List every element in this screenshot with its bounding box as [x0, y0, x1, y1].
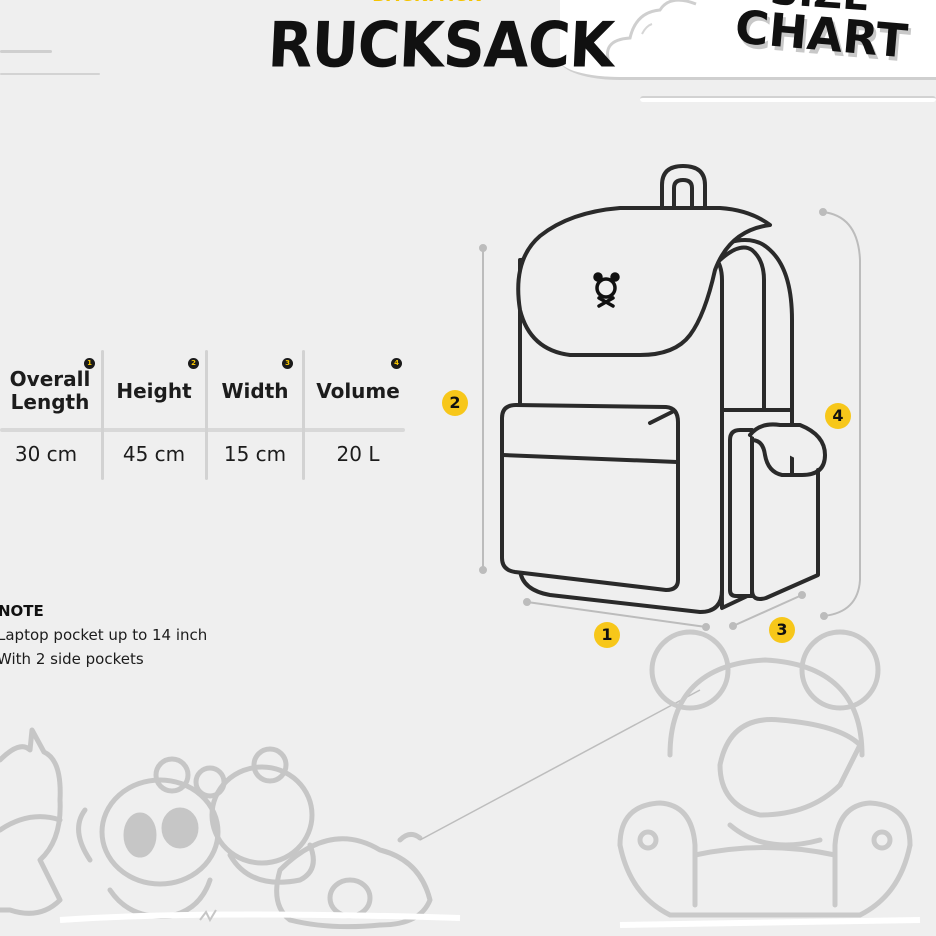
column-header: Overall Length	[0, 356, 100, 426]
column-header: Volume	[306, 356, 410, 426]
table-column-height: Height 2 45 cm	[104, 350, 204, 480]
column-value: 45 cm	[122, 442, 186, 466]
dimension-marker-1: 1	[594, 622, 620, 648]
table-column-width: Width 3 15 cm	[208, 350, 302, 480]
table-column-overall-length: Overall Length 1 30 cm	[0, 350, 100, 480]
marker-badge-3: 3	[282, 358, 293, 369]
marker-badge-4: 4	[391, 358, 402, 369]
page-title: RUCKSACK	[266, 8, 616, 82]
marker-badge-2: 2	[188, 358, 199, 369]
size-table: Overall Length 1 30 cm Height 2 45 cm Wi…	[0, 350, 410, 480]
decorative-dash	[0, 73, 100, 75]
cat-on-armchair-illustration	[617, 629, 921, 928]
bear-logo-icon	[593, 272, 620, 308]
column-header-line: Height	[116, 378, 192, 403]
decorative-dash	[0, 50, 52, 53]
column-value: 15 cm	[223, 442, 287, 466]
backpack-illustration	[479, 164, 861, 631]
column-header: Width	[208, 356, 302, 426]
column-header-line: Volume	[316, 378, 400, 403]
table-column-volume: Volume 4 20 L	[306, 350, 410, 480]
cloud-decoration-icon	[606, 0, 697, 66]
note-item: Laptop pocket up to 14 inch	[0, 626, 208, 644]
header-underline-decoration	[640, 96, 936, 102]
cartoon-characters-illustration	[0, 689, 701, 930]
dimension-marker-3: 3	[769, 617, 795, 643]
column-header-line: Overall	[9, 367, 91, 391]
note-title: NOTE	[0, 602, 44, 620]
dimension-marker-2: 2	[442, 390, 468, 416]
marker-badge-1: 1	[84, 358, 95, 369]
dimension-marker-4: 4	[825, 403, 851, 429]
column-divider	[205, 350, 208, 480]
column-header: Height	[104, 356, 204, 426]
column-header-line: Length	[10, 390, 90, 414]
table-header-divider	[0, 428, 405, 432]
column-value: 30 cm	[14, 442, 78, 466]
column-header-line: Width	[221, 378, 289, 403]
category-label: BACKPACK	[372, 0, 482, 6]
column-divider	[101, 350, 104, 480]
column-value: 20 L	[336, 442, 380, 466]
column-divider	[302, 350, 305, 480]
note-item: With 2 side pockets	[0, 650, 144, 668]
